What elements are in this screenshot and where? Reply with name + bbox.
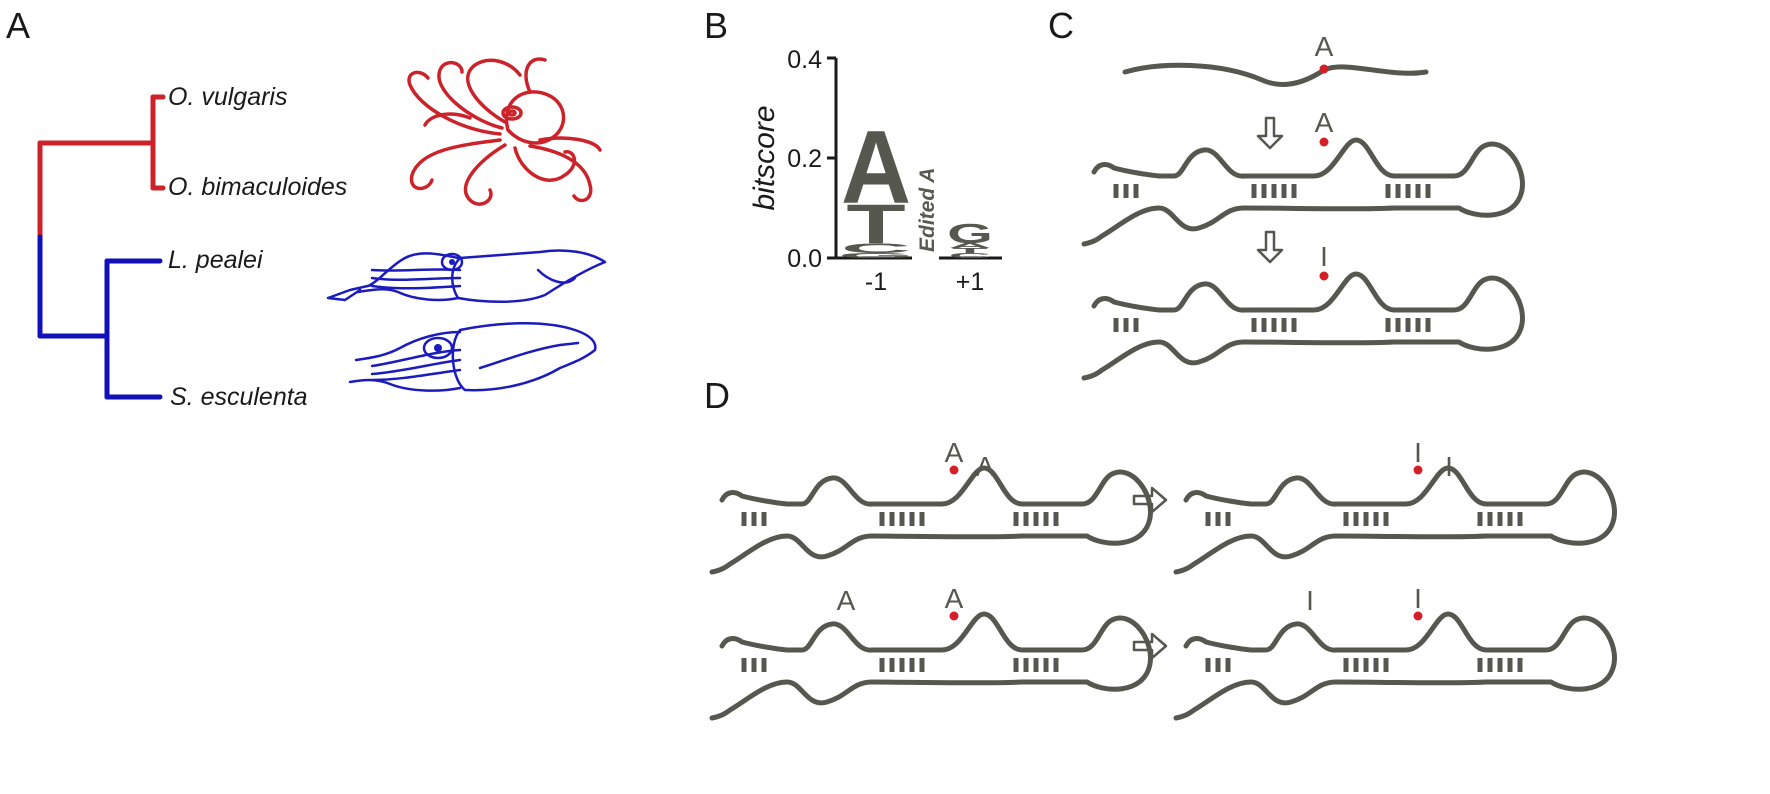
editing-site <box>949 465 959 475</box>
hairpin-rna <box>1084 137 1522 245</box>
nucleotide-label: I <box>1306 585 1314 616</box>
panel-c-letter: C <box>1048 5 1074 46</box>
panel-b-letter: B <box>704 5 728 46</box>
down-arrow-icon <box>1256 116 1284 150</box>
x-tick-label: -1 <box>865 268 887 296</box>
squid-drawing <box>326 249 607 303</box>
linear-rna <box>1122 62 1429 88</box>
nucleotide-label: I <box>1414 583 1422 614</box>
editing-site <box>1319 137 1329 147</box>
hairpin-rna <box>1176 611 1614 719</box>
y-tick-label: 0.0 <box>787 245 822 273</box>
phylogenetic-tree <box>37 94 166 400</box>
panel-c: C A A I <box>1048 5 1522 378</box>
down-arrow-icon <box>1256 230 1284 264</box>
panel-d: D A A I I A A I I <box>704 375 1614 718</box>
hairpin-rna <box>1084 271 1522 379</box>
logo-letter-T: T <box>846 192 905 255</box>
octopus-drawing <box>407 57 602 206</box>
nucleotide-label: A <box>976 451 995 482</box>
logo-letter-G: G <box>838 252 913 260</box>
editing-site <box>1319 271 1329 281</box>
nucleotide-label: A <box>1315 107 1334 138</box>
x-tick-label: +1 <box>956 268 985 296</box>
nucleotide-label: A <box>945 437 964 468</box>
nucleotide-label: I <box>1320 241 1328 272</box>
panel-a: A O. vulgaris O. bimaculoides L. pealei … <box>6 5 607 411</box>
species-label: L. pealei <box>168 246 264 274</box>
logo-letter-T: T <box>952 247 989 255</box>
species-label: O. bimaculoides <box>168 173 347 201</box>
hairpin-rna <box>712 611 1150 719</box>
hairpin-rna <box>1176 465 1614 573</box>
y-tick-label: 0.4 <box>787 46 822 74</box>
logo-letter-C: C <box>841 240 911 256</box>
panel-d-letter: D <box>704 375 730 416</box>
editing-site <box>1413 611 1423 621</box>
nucleotide-label: I <box>1445 451 1453 482</box>
panel-a-letter: A <box>6 5 30 46</box>
nucleotide-label: I <box>1414 437 1422 468</box>
logo-letter-A: A <box>949 242 991 250</box>
editing-site <box>949 611 959 621</box>
nucleotide-label: A <box>1315 31 1334 62</box>
logo-letter-A: A <box>841 110 911 226</box>
edited-a-label: Edited A <box>916 168 939 252</box>
nucleotide-label: A <box>837 585 856 616</box>
x-axis: -1 +1 <box>836 256 1002 296</box>
logo-letter-C: C <box>949 252 991 260</box>
logo-letter-G: G <box>947 218 993 249</box>
cuttlefish-drawing <box>348 321 597 392</box>
editing-site <box>1319 64 1329 74</box>
editing-site <box>1413 465 1423 475</box>
nucleotide-label: A <box>945 583 964 614</box>
panel-b: B bitscore 0.4 0.2 0.0 -1 +1 Edited A GC… <box>704 5 1002 296</box>
species-label: S. esculenta <box>170 383 308 411</box>
y-axis-label: bitscore <box>748 105 781 210</box>
y-tick-label: 0.2 <box>787 145 822 173</box>
hairpin-rna <box>712 465 1150 573</box>
y-axis: 0.4 0.2 0.0 <box>787 46 838 273</box>
species-label: O. vulgaris <box>168 83 287 111</box>
